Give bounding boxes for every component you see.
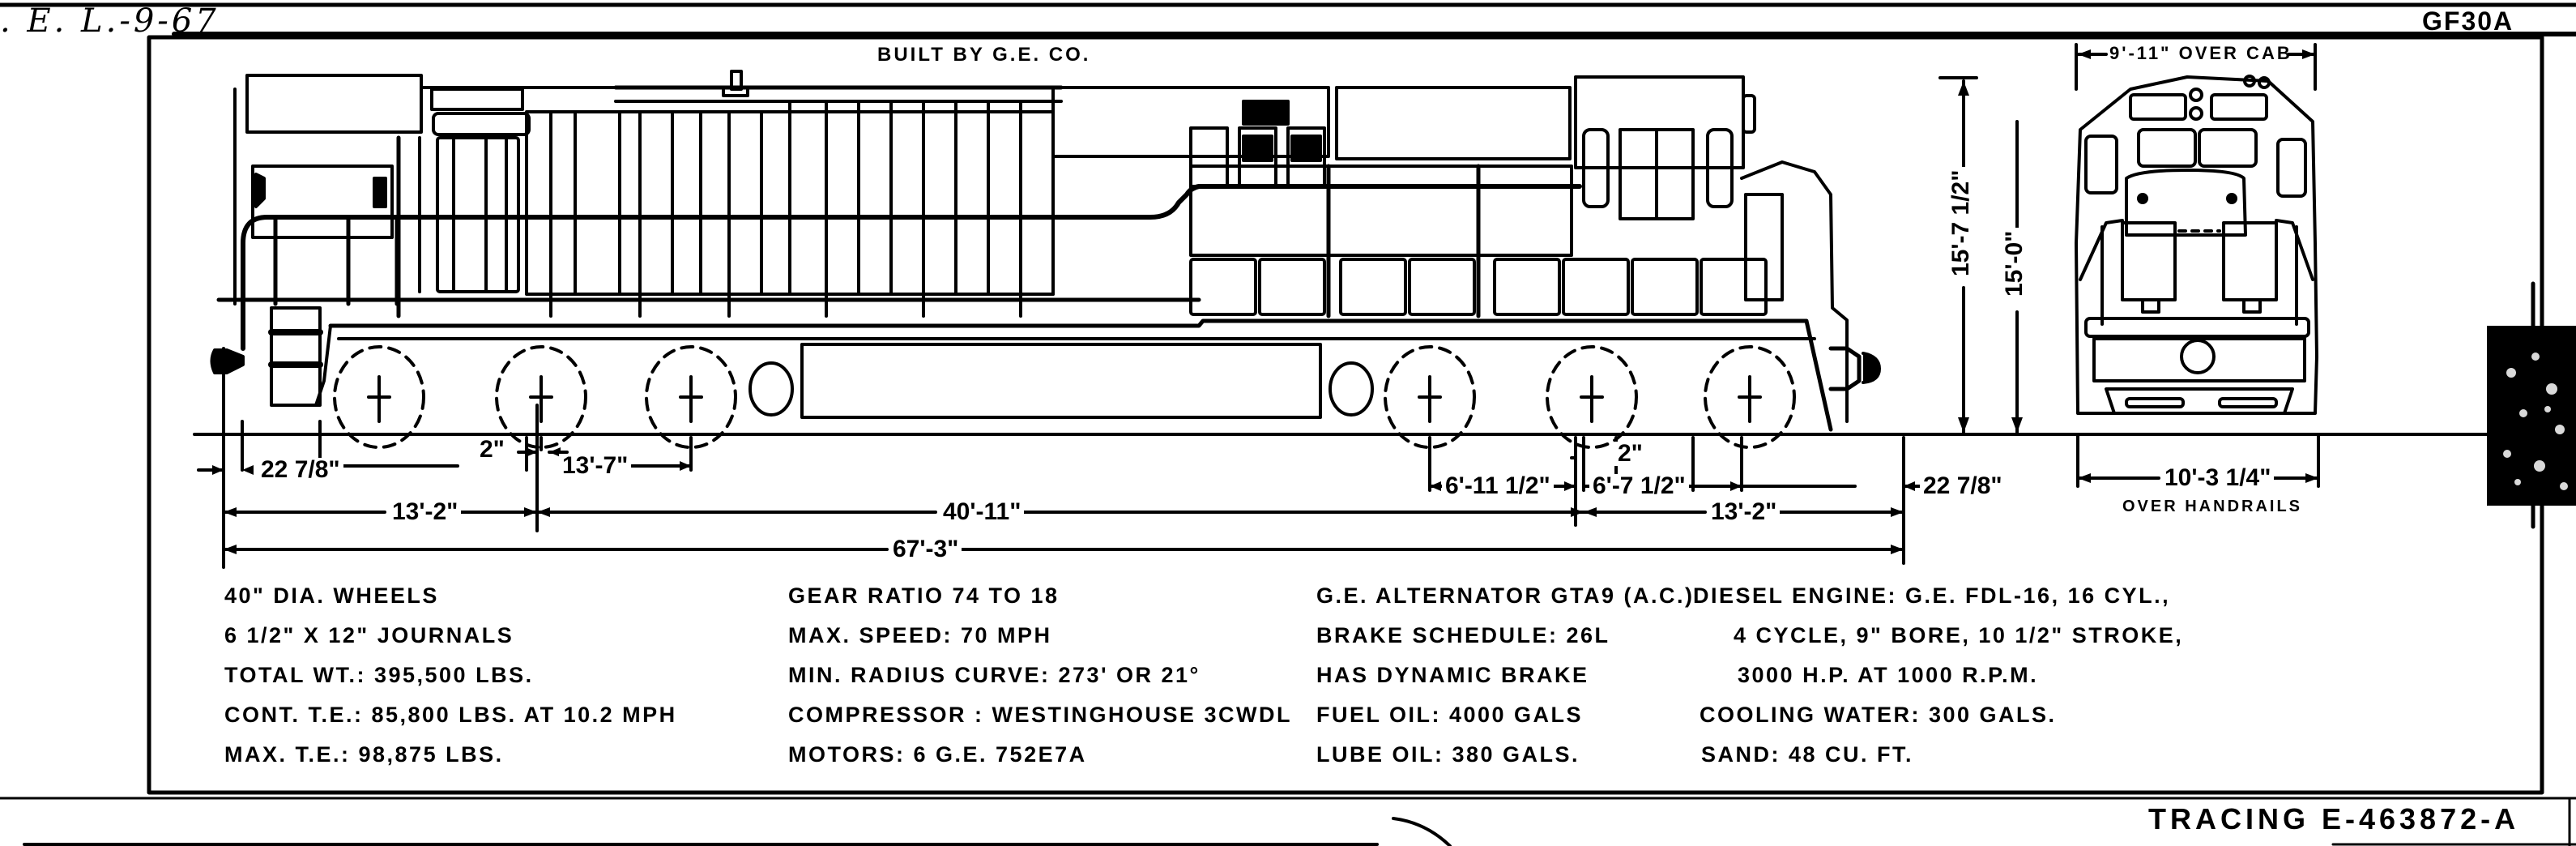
- side-view: [210, 70, 1881, 449]
- spec-dynamic-brake: HAS DYNAMIC BRAKE: [1316, 663, 1589, 687]
- spec-max-te: MAX. T.E.: 98,875 LBS.: [224, 742, 504, 767]
- dim-end-to-truck-left: 13'-2": [389, 500, 462, 524]
- spec-diesel-engine: DIESEL ENGINE: G.E. FDL-16, 16 CYL.,: [1693, 583, 2171, 608]
- dim-coupler-left: 22 7/8": [258, 458, 343, 482]
- wheels: [333, 345, 1796, 449]
- dim-overall-length: 67'-3": [889, 537, 962, 562]
- dim-wheel-offset-right: 2": [1614, 442, 1646, 466]
- dim-truck-centers: 40'-11": [940, 500, 1025, 524]
- end-view: [2075, 43, 2320, 488]
- lower-door-row: [1189, 258, 1768, 316]
- spec-total-weight: TOTAL WT.: 395,500 LBS.: [224, 663, 534, 687]
- dim-width-over-handrails: 10'-3 1/4": [2161, 466, 2275, 490]
- spec-engine-cycle: 4 CYCLE, 9" BORE, 10 1/2" STROKE,: [1734, 623, 2184, 647]
- dim-cab-height: 15'-0": [2001, 227, 2028, 300]
- spec-motors: MOTORS: 6 G.E. 752E7A: [788, 742, 1087, 767]
- dim-overall-height: 15'-7 1/2": [1947, 166, 1974, 280]
- over-handrails-caption: OVER HANDRAILS: [2122, 498, 2303, 515]
- scan-smudge: [2487, 281, 2576, 529]
- model-code: GF30A: [2422, 6, 2514, 36]
- axle-centers: [367, 375, 1762, 423]
- dim-axle-spacing-a: 6'-11 1/2": [1442, 474, 1554, 498]
- spec-max-speed: MAX. SPEED: 70 MPH: [788, 623, 1052, 647]
- spec-min-radius: MIN. RADIUS CURVE: 273' OR 21°: [788, 663, 1201, 687]
- spec-sand: SAND: 48 CU. FT.: [1701, 742, 1914, 767]
- spec-cooling-water: COOLING WATER: 300 GALS.: [1700, 703, 2057, 727]
- spec-journals: 6 1/2" X 12" JOURNALS: [224, 623, 514, 647]
- spec-lube-oil: LUBE OIL: 380 GALS.: [1316, 742, 1580, 767]
- tracing-number: TRACING E-463872-A: [2148, 802, 2520, 835]
- spec-cont-te: CONT. T.E.: 85,800 LBS. AT 10.2 MPH: [224, 703, 677, 727]
- spec-brake-schedule: BRAKE SCHEDULE: 26L: [1316, 623, 1610, 647]
- dim-truck-wheelbase-left: 13'-7": [559, 454, 632, 478]
- spec-wheels: 40" DIA. WHEELS: [224, 583, 439, 608]
- dim-wheel-offset-left: 2": [476, 438, 508, 462]
- handwritten-date: . E. L.-9-67: [0, 2, 220, 40]
- spec-fuel-oil: FUEL OIL: 4000 GALS: [1316, 703, 1584, 727]
- spec-gear-ratio: GEAR RATIO 74 TO 18: [788, 583, 1060, 608]
- dim-width-over-cab: 9'-11" OVER CAB: [2109, 43, 2292, 63]
- dim-end-to-truck-right: 13'-2": [1708, 500, 1781, 524]
- dim-coupler-right: 22 7/8": [1920, 474, 2006, 498]
- side-dimension-lines: [197, 347, 1926, 569]
- spec-engine-power: 3000 H.P. AT 1000 R.P.M.: [1738, 663, 2039, 687]
- spec-compressor: COMPRESSOR : WESTINGHOUSE 3CWDL: [788, 703, 1293, 727]
- spec-alternator: G.E. ALTERNATOR GTA9 (A.C.): [1316, 583, 1695, 608]
- builder-label: BUILT BY G.E. CO.: [877, 44, 1091, 66]
- dim-axle-spacing-b: 6'-7 1/2": [1589, 474, 1689, 498]
